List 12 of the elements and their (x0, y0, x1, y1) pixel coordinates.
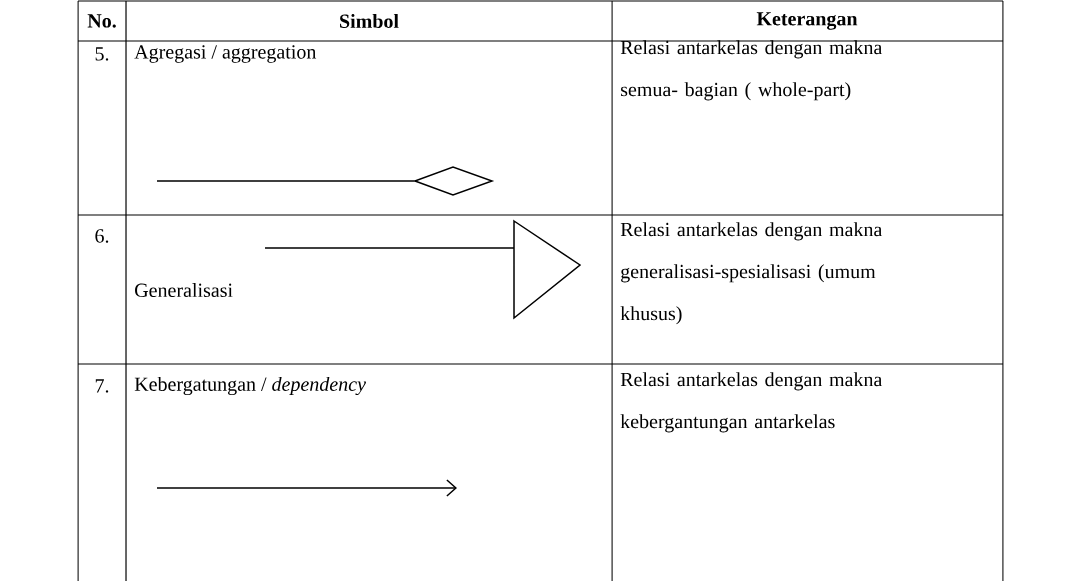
header-text: Simbol (340, 13, 399, 29)
symbol-name: Generalisasi (135, 282, 233, 298)
row-number: 7. (95, 379, 109, 393)
description-text: Relasi antarkelas dengan makna generalisasi-spesialisasi (umum khusus) (620, 222, 883, 325)
description-text: Relasi antarkelas dengan makna kebergantungan antarkelas (620, 372, 883, 433)
header-text: Keterangan (756, 12, 858, 30)
description-text: Relasi antarkelas dengan makna semua- bagian ( whole-part) (620, 40, 883, 101)
header-text: No. (87, 14, 116, 28)
row-number: 6. (95, 229, 109, 243)
row-number: 5. (95, 47, 109, 61)
symbol-name: Kebergatungan / dependency (134, 376, 366, 396)
symbol-name: Agregasi / aggregation (134, 45, 317, 63)
